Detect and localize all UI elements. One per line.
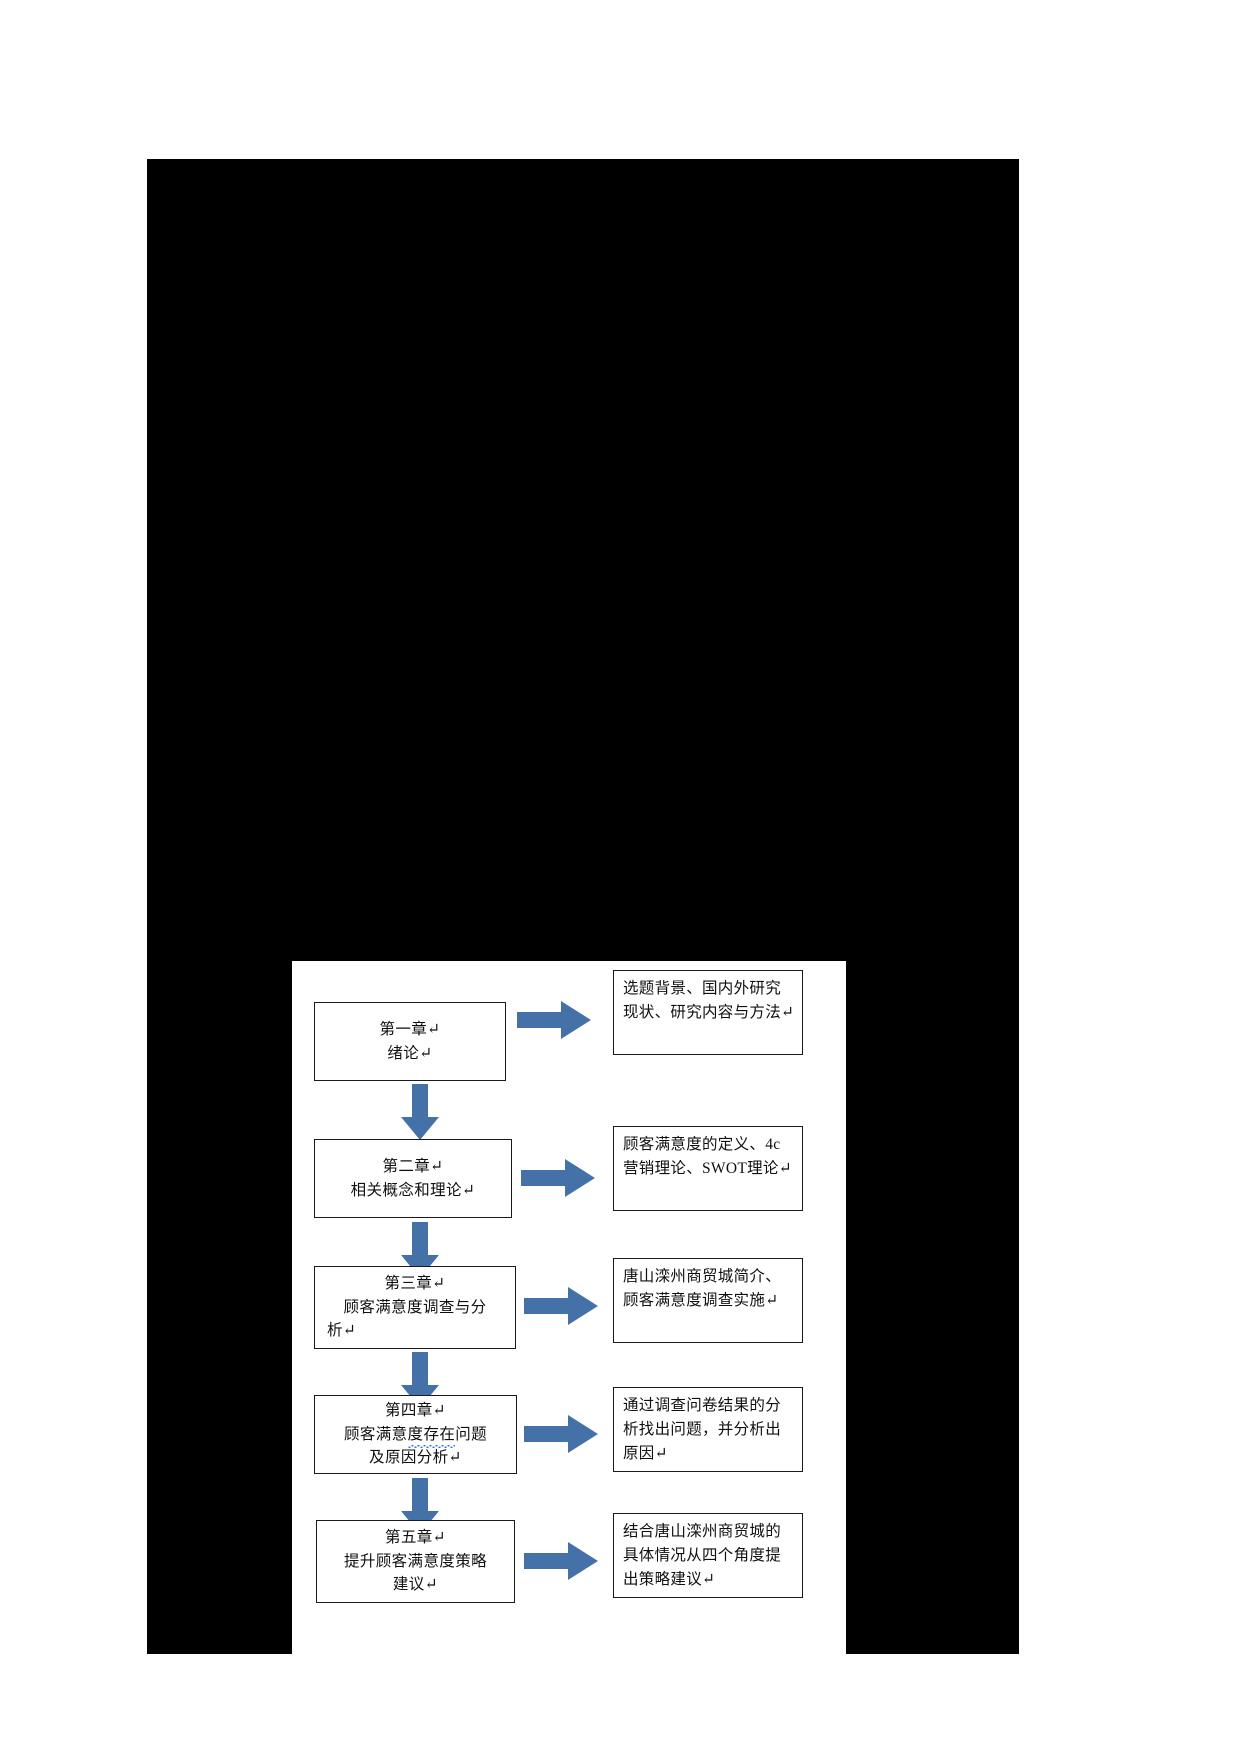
description-box-4[interactable]: 通过调查问卷结果的分析找出问题，并分析出原因↵ <box>613 1387 803 1472</box>
chapter-box-1-line-1: 第一章↵ <box>379 1020 441 1038</box>
arrow-right-icon-1 <box>517 1000 591 1040</box>
description-box-2-text: 顾客满意度的定义、4c 营销理论、SWOT理论↵ <box>623 1136 792 1178</box>
arrow-down-icon-1 <box>400 1084 440 1140</box>
description-box-1[interactable]: 选题背景、国内外研究现状、研究内容与方法↵ <box>613 970 803 1055</box>
description-box-4-text: 通过调查问卷结果的分析找出问题，并分析出原因↵ <box>623 1397 782 1463</box>
description-box-5[interactable]: 结合唐山滦州商贸城的具体情况从四个角度提出策略建议↵ <box>613 1513 803 1598</box>
description-box-2[interactable]: 顾客满意度的定义、4c 营销理论、SWOT理论↵ <box>613 1126 803 1211</box>
chapter-box-1-line-2: 绪论↵ <box>387 1044 433 1062</box>
chapter-box-3-line-3: 析↵ <box>327 1322 357 1340</box>
chapter-box-2-line-2: 相关概念和理论↵ <box>350 1181 476 1199</box>
arrow-right-icon-4 <box>524 1414 598 1454</box>
arrow-right-icon-3 <box>524 1286 598 1326</box>
chapter-box-3-line-1: 第三章↵ <box>384 1275 446 1293</box>
chapter-box-4[interactable]: 第四章↵ 顾客满意度存在问题 及原因分析↵ <box>314 1395 517 1474</box>
chapter-box-4-line-2-prefix: 顾客满意 <box>343 1425 408 1443</box>
chapter-box-5[interactable]: 第五章↵ 提升顾客满意度策略 建议↵ <box>316 1520 515 1603</box>
description-box-3[interactable]: 唐山滦州商贸城简介、顾客满意度调查实施↵ <box>613 1258 803 1343</box>
arrow-down-icon-2 <box>400 1222 440 1278</box>
arrow-right-icon-5 <box>524 1541 598 1581</box>
chapter-box-5-line-2: 提升顾客满意度策略 <box>343 1552 488 1570</box>
chapter-box-4-line-2: 顾客满意度存在问题 <box>343 1423 488 1448</box>
chapter-box-4-line-2-suffix: 问题 <box>455 1425 488 1443</box>
chapter-box-1[interactable]: 第一章↵ 绪论↵ <box>314 1002 506 1081</box>
arrow-down-icon-3 <box>400 1352 440 1408</box>
chapter-box-5-line-3: 建议↵ <box>392 1576 439 1594</box>
description-box-3-text: 唐山滦州商贸城简介、顾客满意度调查实施↵ <box>623 1268 782 1310</box>
arrow-right-icon-2 <box>521 1158 595 1198</box>
chapter-box-4-line-1: 第四章↵ <box>384 1402 447 1420</box>
chapter-box-2-line-1: 第二章↵ <box>382 1157 444 1175</box>
chapter-box-5-line-1: 第五章↵ <box>384 1529 447 1547</box>
description-box-1-text: 选题背景、国内外研究现状、研究内容与方法↵ <box>623 980 795 1022</box>
chapter-box-3-line-2: 顾客满意度调查与分 <box>343 1298 487 1316</box>
spellcheck-underlined-text: 度存在 <box>407 1423 456 1448</box>
description-box-5-text: 结合唐山滦州商贸城的具体情况从四个角度提出策略建议↵ <box>623 1523 782 1589</box>
chapter-box-4-line-3: 及原因分析↵ <box>369 1449 462 1467</box>
chapter-box-3[interactable]: 第三章↵ 顾客满意度调查与分 析↵ <box>314 1266 516 1349</box>
chapter-box-2[interactable]: 第二章↵ 相关概念和理论↵ <box>314 1139 512 1218</box>
